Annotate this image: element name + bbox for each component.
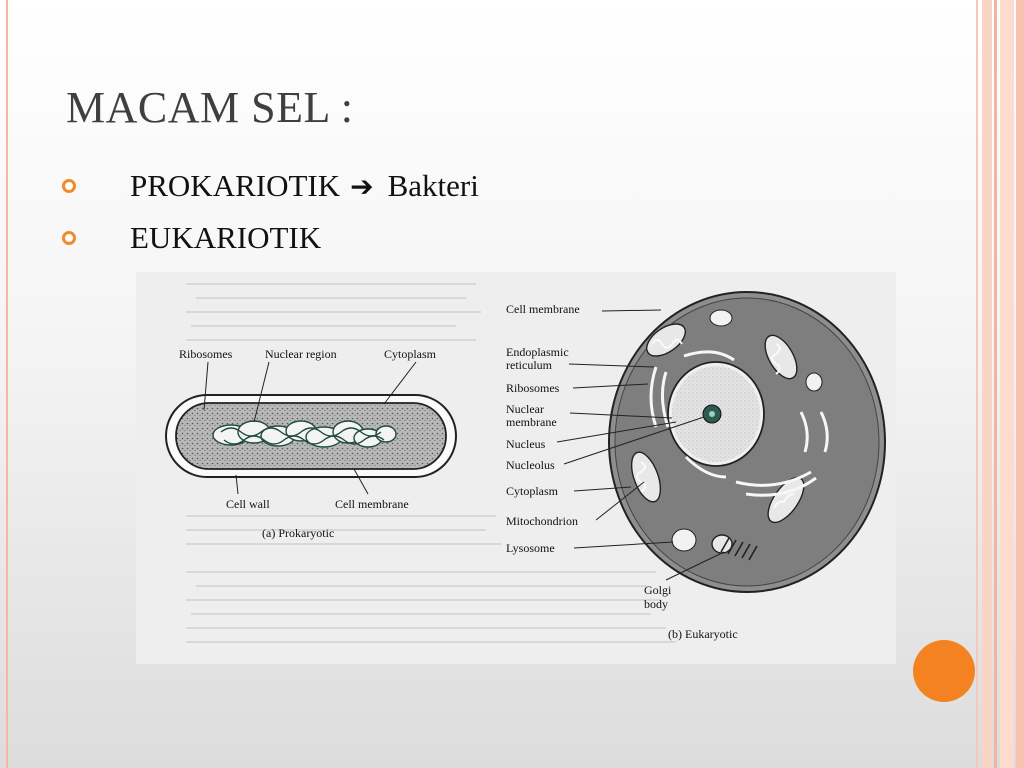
eukaryote-leader-lines	[556, 309, 725, 581]
label-cell-membrane-prokaryote: Cell membrane	[335, 497, 409, 511]
cell-diagram-image: Ribosomes Nuclear region Cytoplasm Cell …	[136, 272, 896, 664]
caption-eukaryotic: (b) Eukaryotic	[668, 627, 738, 641]
label-nucleus: Nucleus	[506, 437, 546, 451]
label-ribosomes-eukaryote: Ribosomes	[506, 381, 560, 395]
decorative-stripes	[976, 0, 1024, 768]
label-nuclear-region: Nuclear region	[265, 347, 337, 361]
label-lysosome: Lysosome	[506, 541, 555, 555]
paper-texture	[186, 283, 676, 643]
eukaryotic-cell: Cell membrane Endoplasmic reticulum Ribo…	[506, 291, 886, 641]
label-mitochondrion: Mitochondrion	[506, 514, 578, 528]
label-cell-wall: Cell wall	[226, 497, 270, 511]
label-er-line2: reticulum	[506, 358, 553, 372]
label-golgi-line1: Golgi	[644, 583, 672, 597]
label-nuclear-membrane-line2: membrane	[506, 415, 557, 429]
label-nucleolus: Nucleolus	[506, 458, 555, 472]
bullet-prokariotik: PROKARIOTIK ➔ Bakteri	[62, 168, 479, 204]
label-ribosomes-prokaryote: Ribosomes	[179, 347, 233, 361]
bullet-main-text: PROKARIOTIK	[130, 168, 341, 203]
nuclear-region-dna	[212, 420, 397, 448]
golgi-body	[720, 537, 758, 561]
bullet-detail-text: Bakteri	[387, 168, 479, 203]
caption-prokaryotic: (a) Prokaryotic	[262, 526, 334, 540]
endoplasmic-reticulum	[649, 350, 829, 497]
bullet-icon	[62, 179, 76, 193]
bullet-main-text: EUKARIOTIK	[130, 220, 322, 255]
label-cytoplasm-eukaryote: Cytoplasm	[506, 484, 559, 498]
cell-diagram-svg: Ribosomes Nuclear region Cytoplasm Cell …	[165, 283, 886, 643]
prokaryotic-cell: Ribosomes Nuclear region Cytoplasm Cell …	[165, 347, 457, 540]
arrow-right-icon: ➔	[350, 169, 374, 203]
vesicles	[671, 309, 823, 552]
bullet-icon	[62, 231, 76, 245]
label-cytoplasm-prokaryote: Cytoplasm	[384, 347, 437, 361]
label-nuclear-membrane-line1: Nuclear	[506, 402, 544, 416]
label-golgi-line2: body	[644, 597, 668, 611]
decorative-orange-circle	[913, 640, 975, 702]
label-er-line1: Endoplasmic	[506, 345, 569, 359]
slide-left-border	[6, 0, 8, 768]
slide-title: MACAM SEL :	[66, 83, 354, 132]
lysosome	[671, 528, 697, 552]
label-cell-membrane-eukaryote: Cell membrane	[506, 302, 580, 316]
bullet-eukariotik: EUKARIOTIK	[62, 220, 321, 256]
